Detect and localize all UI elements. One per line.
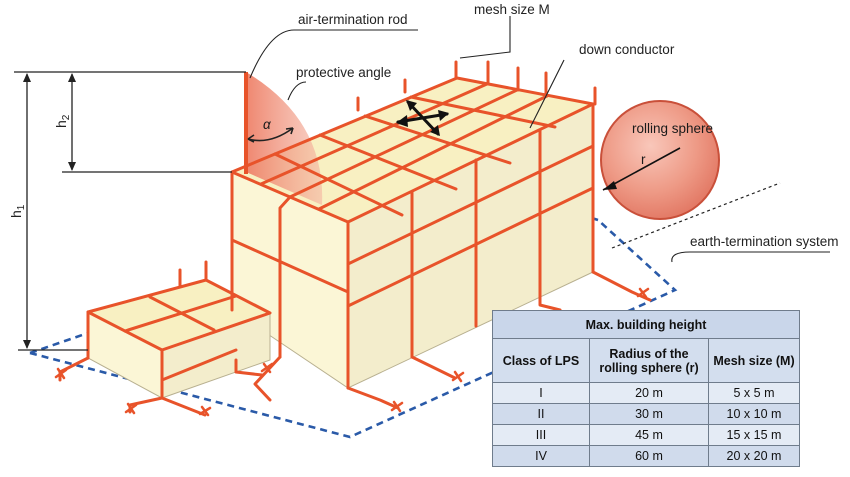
protective-angle-cone [246,72,323,205]
air-termination-mesh [230,60,652,410]
callout-leaders [249,16,830,263]
radius-cell: 30 m [589,403,709,425]
header-class: Class of LPS [492,338,590,383]
table-row: IV 60 m 20 x 20 m [492,445,800,467]
h1-label: h1 [8,204,27,218]
table-header-row: Class of LPS Radius of the rolling spher… [492,338,800,383]
header-mesh-size: Mesh size (M) [708,338,800,383]
table-title: Max. building height [492,310,800,339]
mesh-cell: 10 x 10 m [708,403,800,425]
table-row: III 45 m 15 x 15 m [492,424,800,446]
mesh-size-label: mesh size M [474,2,550,17]
radius-cell: 45 m [589,424,709,446]
mesh-cell: 15 x 15 m [708,424,800,446]
table-title-row: Max. building height [492,310,800,339]
earth-termination-label: earth-termination system [690,234,839,249]
header-radius: Radius of the rolling sphere (r) [589,338,709,383]
table-row: II 30 m 10 x 10 m [492,403,800,425]
radius-cell: 60 m [589,445,709,467]
sphere-radius-line [602,147,681,191]
class-cell: II [492,403,590,425]
protective-angle-label: protective angle [296,65,391,80]
rolling-sphere [600,100,720,220]
alpha-symbol: α [263,117,272,132]
class-cell: III [492,424,590,446]
radius-symbol: r [641,152,646,167]
h2-label: h2 [53,114,72,128]
protective-angle-arc [247,127,294,142]
low-building-conductors [58,260,272,417]
class-cell: I [492,382,590,404]
height-dimensions [14,71,246,351]
table-row: I 20 m 5 x 5 m [492,382,800,404]
air-termination-rod-label: air-termination rod [298,12,408,27]
rolling-sphere-label: rolling sphere [632,121,713,136]
mesh-cell: 20 x 20 m [708,445,800,467]
down-conductor-label: down conductor [579,42,675,57]
earth-clamps [54,287,650,417]
sphere-tangent-line [611,182,781,249]
radius-cell: 20 m [589,382,709,404]
lps-table: Max. building height Class of LPS Radius… [492,310,800,467]
class-cell: IV [492,445,590,467]
mesh-cell: 5 x 5 m [708,382,800,404]
